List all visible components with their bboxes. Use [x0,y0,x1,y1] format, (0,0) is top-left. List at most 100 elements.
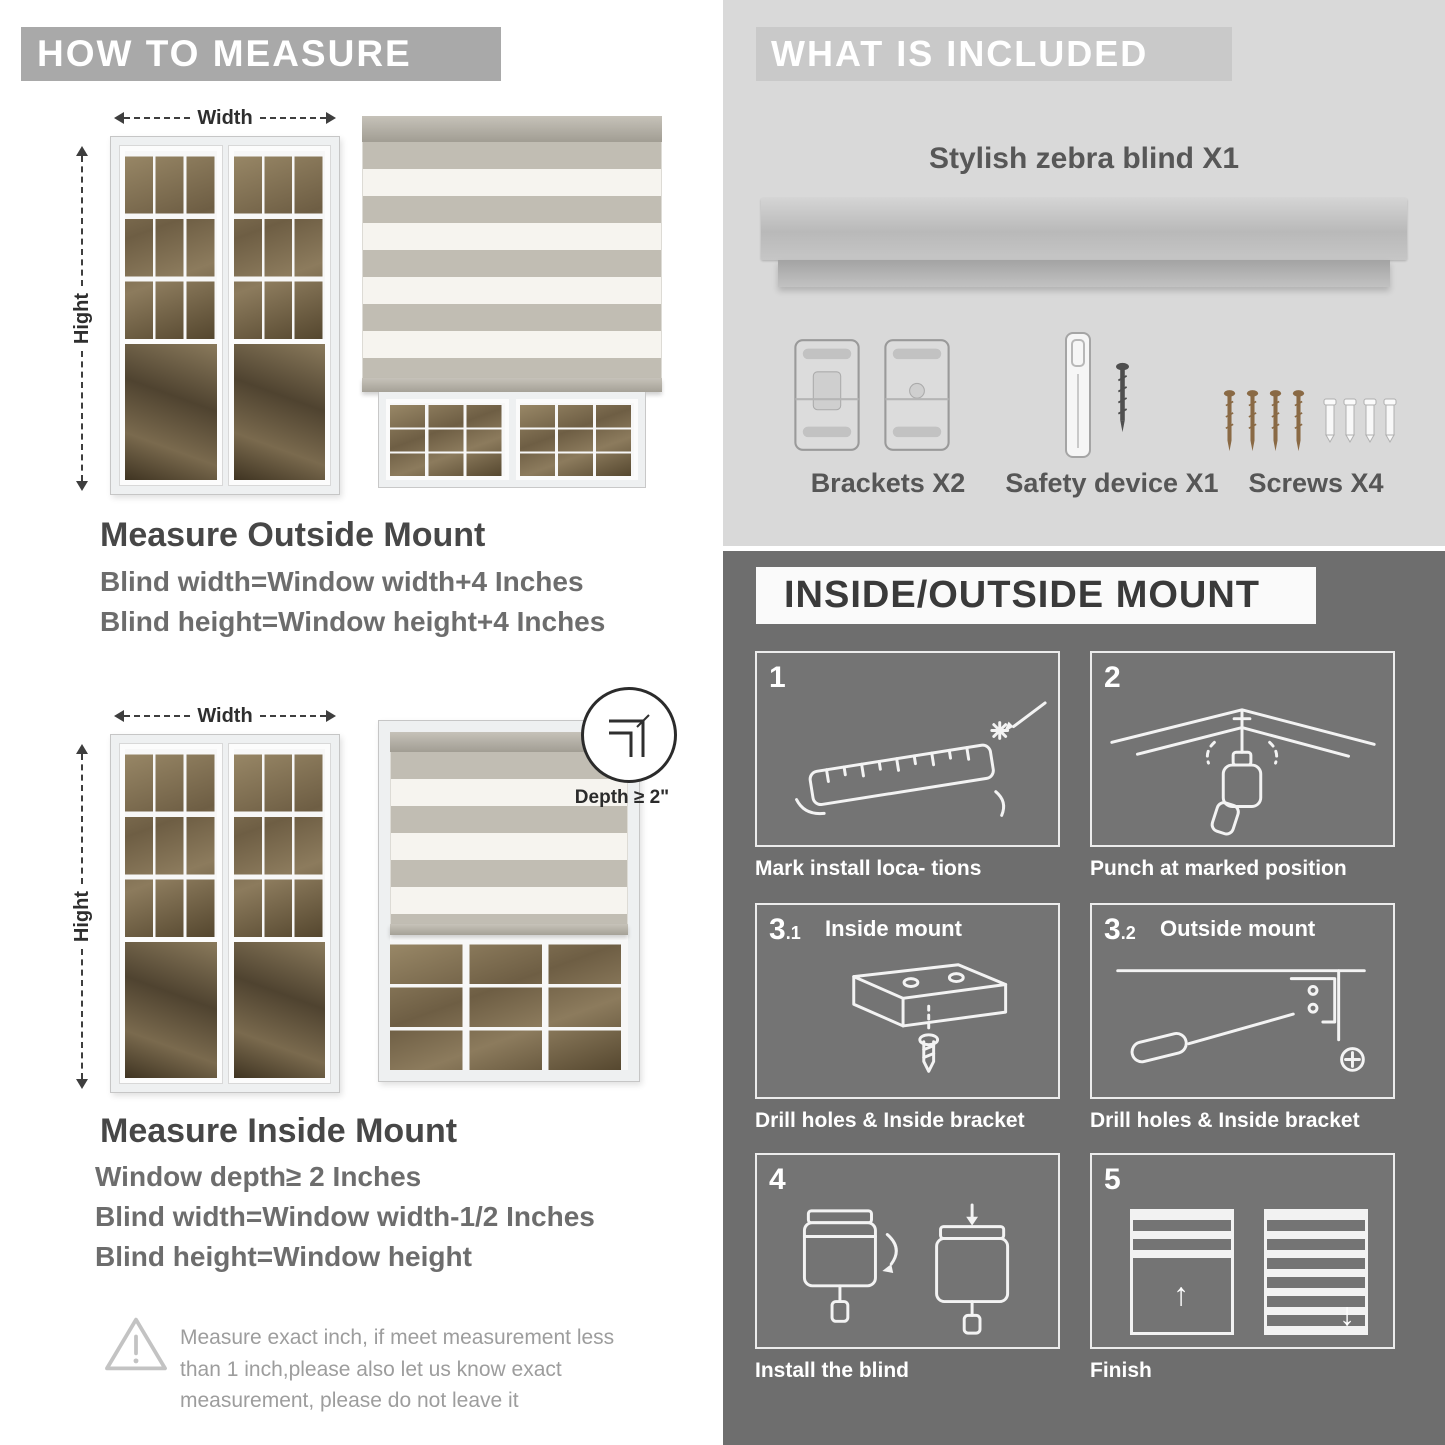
width-label: Width [197,704,253,727]
measured-window: Width Hight [70,100,340,495]
window-glass [390,941,628,1070]
step-panel-1: 1 [755,651,1060,847]
inside-formula-2: Blind width=Window width-1/2 Inches [95,1201,595,1232]
window-below-blind [378,392,646,488]
step-number: 3.1 Inside mount [769,913,962,946]
step-number: 1 [769,661,786,694]
step-caption-3-2: Drill holes & Inside bracket [1090,1109,1360,1132]
blind-stripes [362,142,662,378]
included-section: WHAT IS INCLUDED Stylish zebra blind X1 [723,0,1445,546]
how-to-measure-section: HOW TO MEASURE Width Hight [0,0,712,1445]
blind-cassette [362,116,662,142]
step-number: 5 [1104,1163,1121,1196]
outside-bracket-illustration [1116,969,1366,1072]
anchor-icon [1383,398,1397,444]
inside-outside-mount-header: INSIDE/OUTSIDE MOUNT [756,567,1316,624]
mount-section: INSIDE/OUTSIDE MOUNT 1 Mark install loca… [723,551,1445,1445]
blind-headrail-image [761,198,1407,260]
window-photo [110,734,340,1093]
anchor-icon [1363,398,1377,444]
blind-cassette [390,732,628,752]
outside-formula-2: Blind height=Window height+4 Inches [100,606,606,637]
window-glass [233,343,325,480]
step-panel-5: 5 ↑ ↓ [1090,1153,1395,1349]
screws-label: Screws X4 [1248,468,1384,498]
step-number: 4 [769,1163,786,1196]
screw-icon [1246,390,1259,452]
window-sash [386,399,509,480]
step-panel-2: 2 [1090,651,1395,847]
height-label: Hight [70,890,93,943]
arrowhead-down-icon [76,1079,88,1089]
window-panes [233,749,325,937]
arrowhead-left-icon [114,112,124,124]
arrowhead-up-icon [76,146,88,156]
step-caption-5: Finish [1090,1359,1152,1382]
anchor-icon [1343,398,1357,444]
step-inner-label: Inside mount [825,916,962,941]
drill-position-illustration [1110,708,1376,836]
arrowhead-right-icon [326,112,337,124]
window-panes [125,151,217,339]
what-is-included-banner: WHAT IS INCLUDED [756,27,1232,81]
finish-illustration: ↑ ↓ [1096,1199,1389,1343]
window-sash [120,146,222,485]
screw-icon [1269,390,1282,452]
step-caption-4: Install the blind [755,1359,910,1382]
outside-formula-1: Blind width=Window width+4 Inches [100,566,584,597]
step-inner-label: Outside mount [1160,916,1316,941]
step-caption-2: Punch at marked position [1090,857,1347,880]
inside-mount-figure: Width Hight [70,687,677,1098]
window-glass [233,941,325,1078]
down-arrow-icon: ↓ [1339,1296,1355,1332]
warning-icon [105,1317,167,1371]
up-arrow-icon: ↑ [1173,1276,1189,1312]
bracket-icon [794,339,860,451]
screw-icon [1223,390,1236,452]
install-blind-illustration [802,1203,1010,1335]
step-panel-4: 4 [755,1153,1060,1349]
window-sash [120,744,222,1083]
blind-bottom-rail [390,924,628,935]
inside-mount-title: Measure Inside Mount [100,1112,458,1150]
bracket-icon [884,339,950,451]
step-number: 3.2 Outside mount [1104,913,1316,946]
step-caption-1: Mark install loca- tions [755,857,982,880]
blind-bottom-rail [362,378,662,392]
inside-mount-blind-window: Depth ≥ 2" [378,687,677,1082]
finished-blind-open: ↑ [1130,1209,1234,1335]
safety-device-label: Safety device X1 [1005,468,1219,498]
arrowhead-left-icon [114,710,124,722]
width-arrow: Width [114,106,337,129]
inside-bracket-illustration [852,963,1008,1073]
brackets-label: Brackets X2 [810,468,966,498]
outside-mount-blind [362,116,662,496]
safety-device-icon [1065,332,1091,458]
window-panes [233,151,325,339]
measured-window: Width Hight [70,698,340,1093]
outside-mount-title: Measure Outside Mount [100,516,486,554]
step-panel-3-2: 3.2 Outside mount [1090,903,1395,1099]
finished-blind-closed: ↓ [1264,1209,1368,1335]
depth-label: Depth ≥ 2" [574,787,670,808]
window-glass [125,941,217,1078]
blind-product-label: Stylish zebra blind X1 [928,142,1240,175]
height-arrow: Hight [70,744,93,1089]
screw-icon [1116,362,1129,433]
step-number: 2 [1104,661,1121,694]
inside-formula-1: Window depth≥ 2 Inches [95,1161,422,1192]
arrowhead-down-icon [76,481,88,491]
step-panel-3-1: 3.1 Inside mount [755,903,1060,1099]
window-panes [125,749,217,937]
measure-note: Measure exact inch, if meet measurement … [103,1314,648,1412]
how-to-measure-banner: HOW TO MEASURE [21,27,501,81]
window-photo [110,136,340,495]
window-glass [125,343,217,480]
width-label: Width [197,106,253,129]
anchor-icon [1323,398,1337,444]
width-arrow: Width [114,704,337,727]
window-sash [515,399,638,480]
inside-formula-3: Blind height=Window height [95,1241,472,1272]
window-sash [228,146,330,485]
blind-headrail-lip [778,260,1390,287]
